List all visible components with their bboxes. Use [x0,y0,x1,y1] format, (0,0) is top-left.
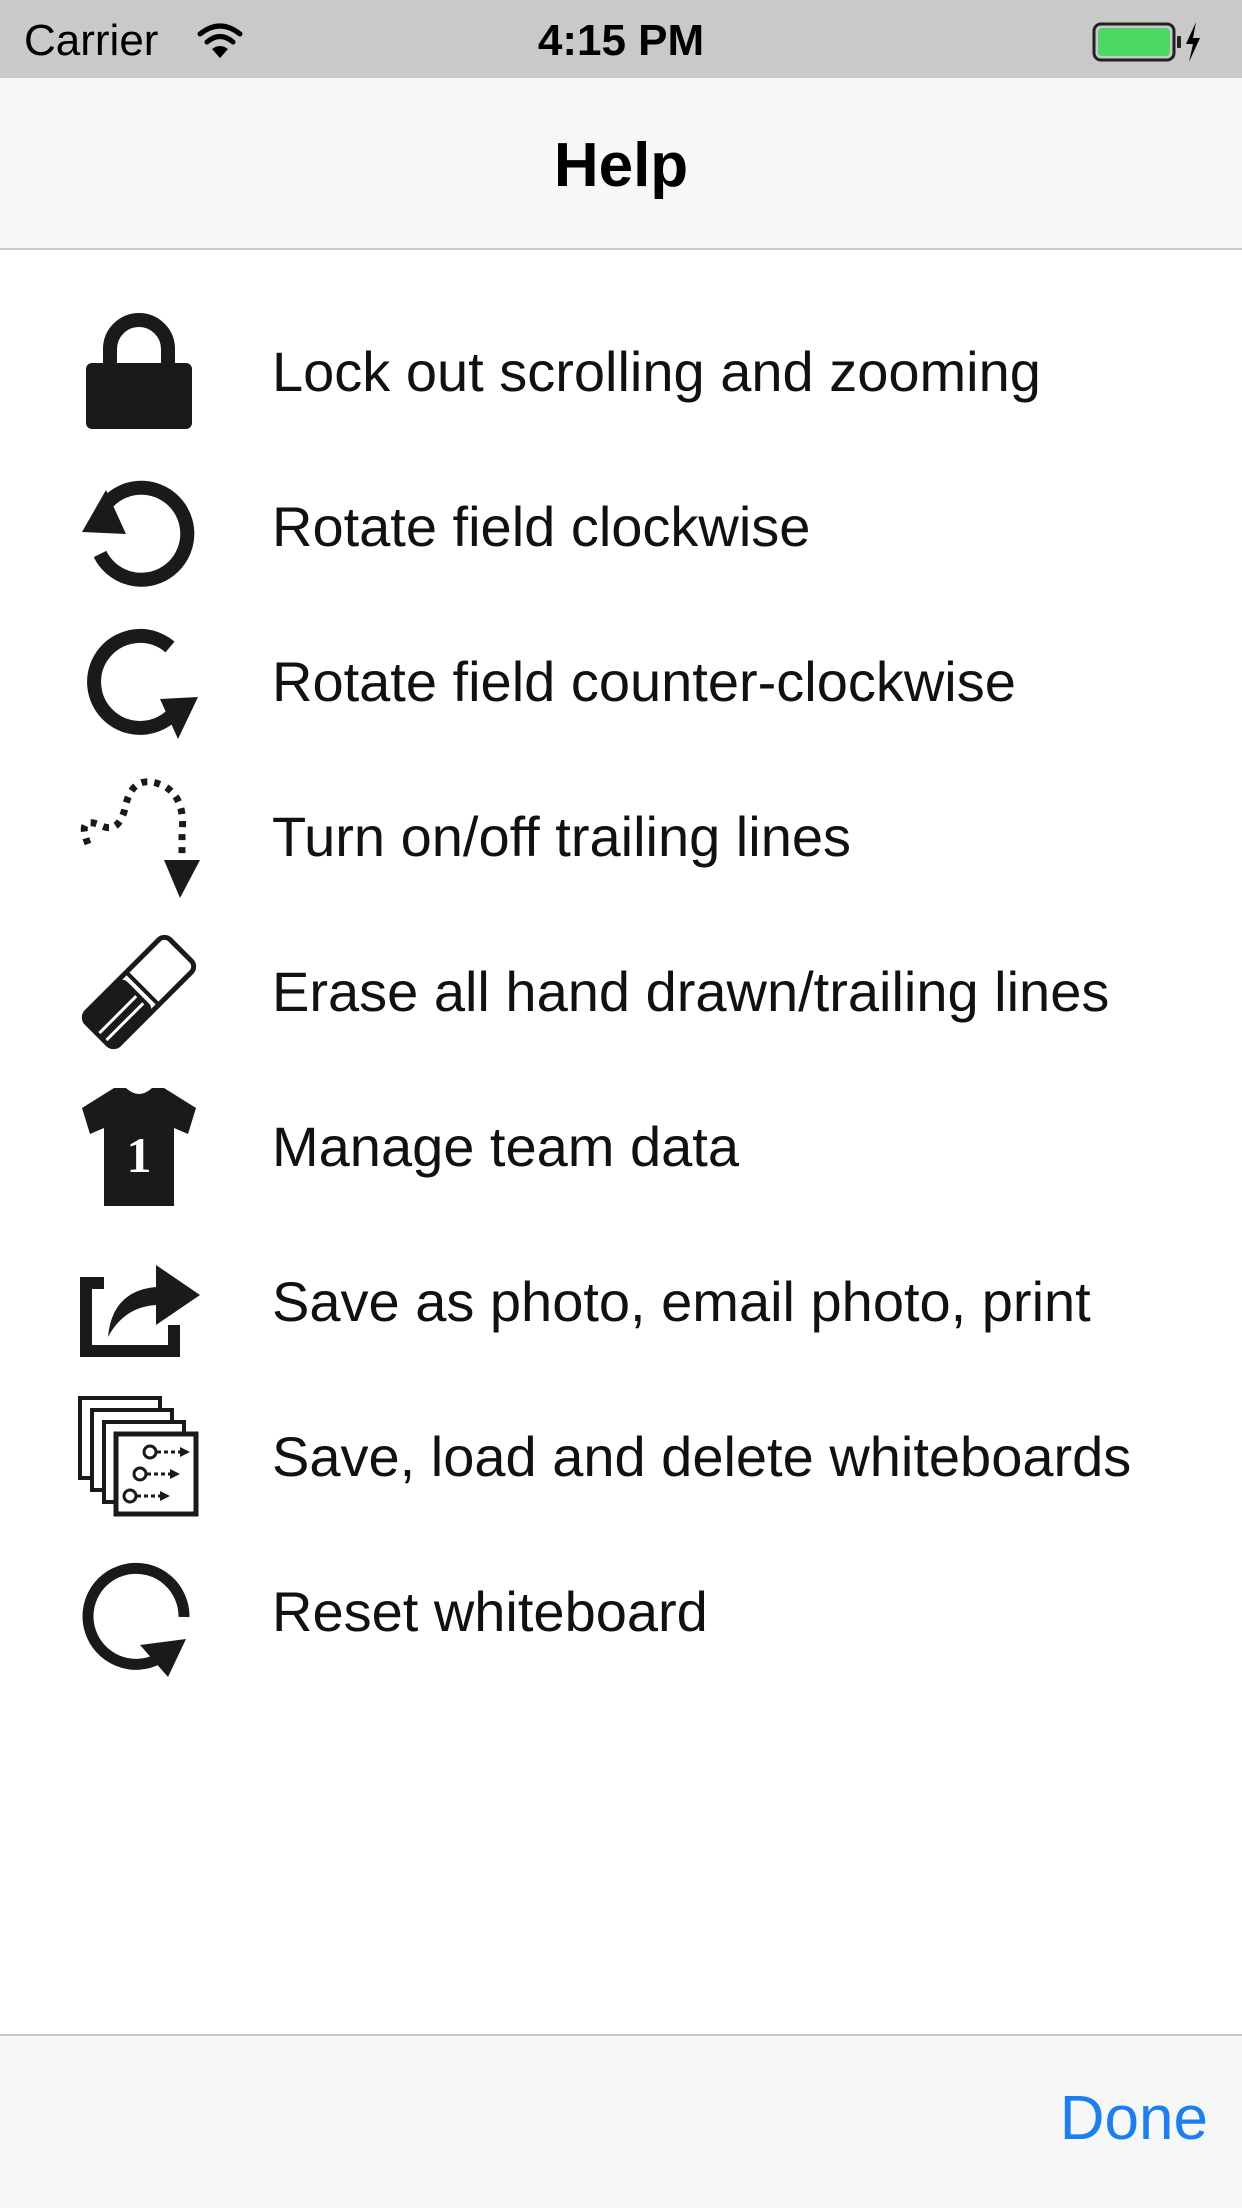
eraser-icon [81,934,197,1050]
status-bar: Carrier 4:15 PM [0,0,1242,78]
jersey-icon: 1 [82,1088,196,1206]
done-button[interactable]: Done [1059,2084,1208,2153]
help-item-label: Save, load and delete whiteboards [272,1425,1132,1488]
help-item-rotate-clockwise: Rotate field clockwise [0,450,1242,605]
share-icon [80,1265,200,1357]
help-item-reset: Reset whiteboard [0,1535,1242,1690]
help-item-label: Rotate field counter-clockwise [272,650,1016,713]
page-title: Help [553,131,689,200]
charging-bolt-icon [1186,22,1200,62]
help-item-label: Reset whiteboard [272,1580,708,1643]
help-item-jersey: 1 Manage team data [0,1070,1242,1225]
help-list: Lock out scrolling and zooming Rotate fi… [0,295,1242,1690]
help-item-share: Save as photo, email photo, print [0,1225,1242,1380]
status-time: 4:15 PM [537,16,705,65]
navigation-bar: Help [0,78,1242,250]
battery-icon [1092,22,1200,62]
help-item-trailing-lines: Turn on/off trailing lines [0,760,1242,915]
help-item-label: Rotate field clockwise [272,495,811,558]
help-item-whiteboards: Save, load and delete whiteboards [0,1380,1242,1535]
trailing-lines-icon [80,778,200,898]
help-item-label: Save as photo, email photo, print [272,1270,1091,1333]
lock-icon [86,313,192,429]
wifi-icon [197,23,243,58]
bottom-toolbar: Done [0,2034,1242,2208]
carrier-label: Carrier [24,16,159,65]
help-item-label: Turn on/off trailing lines [272,805,851,868]
reset-icon [82,1562,190,1677]
help-item-rotate-counter-clockwise: Rotate field counter-clockwise [0,605,1242,760]
jersey-number: 1 [127,1127,152,1183]
help-item-eraser: Erase all hand drawn/trailing lines [0,915,1242,1070]
help-item-label: Erase all hand drawn/trailing lines [272,960,1110,1023]
help-item-label: Lock out scrolling and zooming [272,340,1041,403]
help-item-label: Manage team data [272,1115,739,1178]
help-item-lock: Lock out scrolling and zooming [0,295,1242,450]
rotate-clockwise-icon [82,480,195,587]
whiteboards-icon [78,1396,199,1517]
rotate-counter-clockwise-icon [87,628,198,739]
